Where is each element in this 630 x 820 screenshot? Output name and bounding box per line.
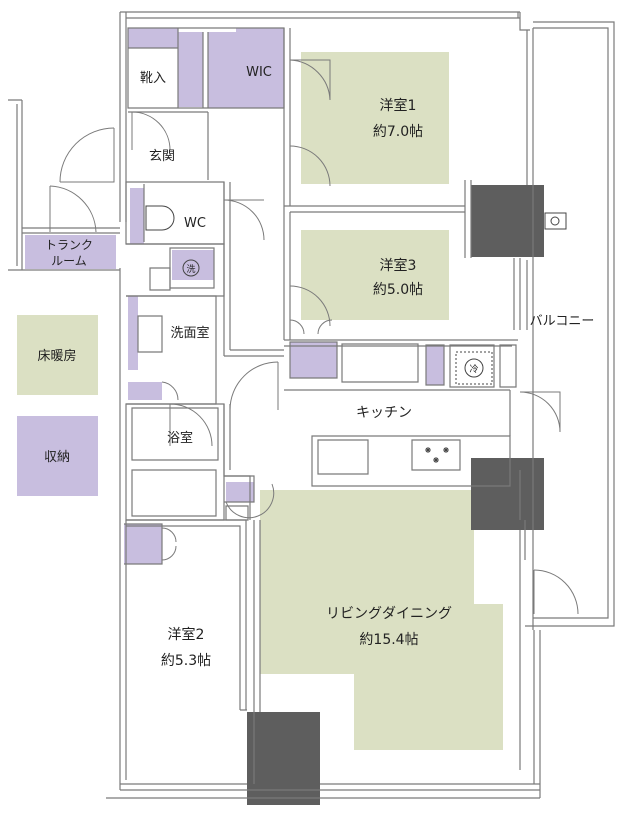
stove-burners (425, 447, 449, 463)
door-swing (59, 127, 115, 183)
kitchen-label: キッチン (356, 405, 412, 421)
door-swing (289, 145, 331, 187)
storage-washroom (128, 296, 138, 370)
western1-size: 約7.0帖 (373, 124, 423, 140)
floor-heating-area-western3 (301, 230, 449, 320)
fixtures (145, 205, 567, 463)
door-swing (169, 403, 213, 447)
storage-shoe-right-mid (178, 67, 203, 88)
storage-wic-left (208, 32, 236, 108)
washroom-label: 洗面室 (170, 325, 209, 341)
legend-storage-label: 収納 (44, 450, 70, 465)
storage-wic-right (236, 28, 284, 108)
door-swing (49, 185, 97, 233)
pillar-mid-right (471, 458, 544, 530)
door-swing (223, 199, 265, 241)
legend-floor-heating-swatch (17, 315, 98, 395)
fridge-circle (464, 358, 484, 378)
storage-kitchen (426, 345, 444, 385)
door-swing (229, 361, 279, 411)
pillar-top-right (471, 185, 544, 257)
storage-shoe-right-top (178, 32, 203, 67)
western2-size: 約5.3帖 (161, 653, 211, 669)
door-swing (289, 319, 333, 335)
floor-heating-area-ldk (260, 490, 503, 750)
door-swing (131, 111, 171, 151)
wc-label: WC (184, 216, 206, 231)
door-swing (289, 59, 331, 101)
door-swing (161, 527, 177, 561)
western1-name: 洋室1 (380, 97, 417, 114)
storage-western3 (290, 342, 337, 378)
western3-name: 洋室3 (380, 257, 417, 274)
storage-western2 (124, 524, 162, 564)
wic-label: WIC (246, 65, 272, 80)
storage-shoe-right-bot (178, 88, 203, 107)
storage-trunk-room (25, 235, 116, 269)
legend-floor-heating-label: 床暖房 (37, 348, 76, 364)
western3-size: 約5.0帖 (373, 282, 423, 298)
pillar-bottom (247, 712, 320, 805)
door-swing (289, 285, 331, 327)
storage-washer (172, 250, 214, 280)
storage-washroom-bottom (128, 382, 162, 400)
trunk-room-label-line1: トランク (45, 238, 93, 252)
entrance-label: 玄関 (149, 149, 175, 164)
storage-hall (226, 482, 254, 502)
fridge-symbol: 冷 (469, 363, 478, 375)
door-swing (225, 483, 275, 519)
door-swing (161, 381, 179, 401)
door-swing (519, 391, 561, 433)
ldk-name: リビングダイニング (326, 606, 452, 622)
storage-wc (130, 188, 144, 244)
western2-name: 洋室2 (168, 626, 205, 643)
bathroom-label: 浴室 (167, 430, 193, 446)
legend-storage-swatch (17, 416, 98, 496)
washer-symbol: 洗 (186, 263, 195, 275)
balcony-label: バルコニー (530, 314, 595, 329)
washer-circle (182, 259, 200, 277)
ldk-size: 約15.4帖 (359, 632, 418, 648)
trunk-room-label-line2: ルーム (51, 254, 87, 268)
storage-shoe-top (128, 28, 178, 48)
floor-heating-area-western1 (301, 52, 449, 184)
balcony-faucet (544, 212, 567, 230)
doors (49, 59, 579, 615)
shoe-storage-label: 靴入 (140, 71, 166, 86)
door-swing (533, 569, 579, 615)
toilet (145, 205, 175, 231)
